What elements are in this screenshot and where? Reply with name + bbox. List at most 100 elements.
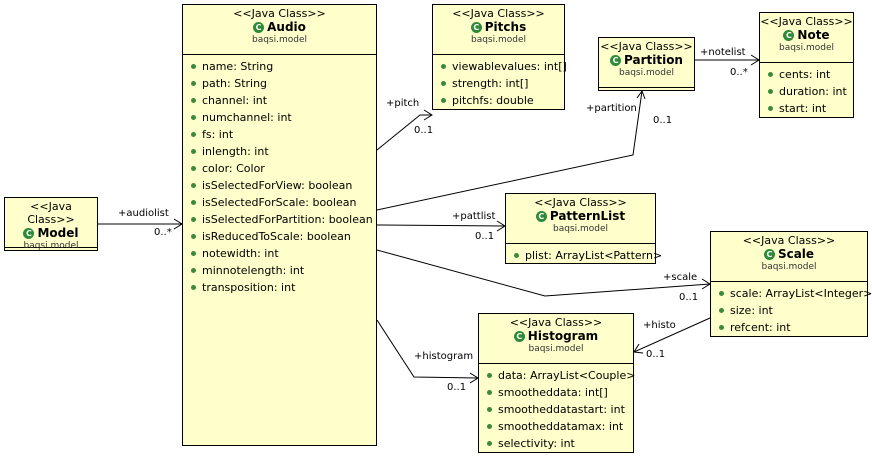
public-field-icon (487, 373, 492, 378)
edge-histogram (376, 319, 479, 379)
arrowhead-histo (633, 343, 644, 354)
package-label: baqsi.model (470, 35, 526, 45)
mult-histogram: 0..1 (447, 382, 467, 393)
public-field-icon (191, 132, 196, 137)
mult-audiolist: 0..* (154, 227, 172, 238)
attribute-row: strength: int[] (433, 75, 564, 92)
role-scale: +scale (663, 272, 698, 283)
attribute-row: isSelectedForScale: boolean (183, 194, 376, 211)
public-field-icon (191, 64, 196, 69)
role-partition: +partition (586, 103, 637, 114)
attribute-row: duration: int (760, 83, 853, 100)
edge-pattlist (376, 224, 506, 227)
attribute-text: smootheddatastart: int (498, 403, 625, 416)
role-pitch: +pitch (386, 98, 420, 109)
attribute-list: plist: ArrayList<Pattern> (506, 244, 662, 264)
attribute-row: pitchfs: double (433, 92, 564, 109)
mult-notelist: 0..* (730, 67, 748, 78)
attribute-list: scale: ArrayList<Integer> size: int refc… (711, 282, 872, 336)
stereotype-label: <<Java Class>> (742, 234, 836, 247)
attribute-text: cents: int (779, 68, 831, 81)
package-label: baqsi.model (251, 35, 307, 45)
public-field-icon (441, 64, 446, 69)
class-name: Histogram (527, 329, 599, 343)
public-field-icon (441, 98, 446, 103)
public-field-icon (514, 253, 519, 258)
attribute-row: cents: int (760, 66, 853, 83)
public-field-icon (487, 390, 492, 395)
attribute-list: data: ArrayList<Couple> smootheddata: in… (479, 364, 636, 452)
mult-scale: 0..1 (679, 292, 699, 303)
attribute-list: name: String path: String channel: int n… (183, 55, 376, 296)
public-field-icon (768, 106, 773, 111)
attribute-text: isReducedToScale: boolean (202, 230, 351, 243)
public-field-icon (487, 424, 492, 429)
attribute-text: duration: int (779, 85, 847, 98)
attribute-text: notewidth: int (202, 247, 279, 260)
arrowhead-pitch (423, 109, 433, 121)
class-c-icon: C (610, 55, 621, 66)
public-field-icon (719, 325, 724, 330)
public-field-icon (191, 251, 196, 256)
attribute-text: path: String (202, 77, 268, 90)
class-name: PatternList (549, 209, 626, 223)
attribute-row: color: Color (183, 160, 376, 177)
attribute-row: smootheddata: int[] (479, 384, 633, 401)
attribute-row: scale: ArrayList<Integer> (711, 285, 872, 302)
class-c-icon: C (763, 249, 775, 260)
attribute-row: path: String (183, 75, 376, 92)
public-field-icon (191, 217, 196, 222)
edge-partition (376, 90, 643, 211)
attribute-row: channel: int (183, 92, 376, 109)
attribute-row: fs: int (183, 126, 376, 143)
package-label: baqsi.model (552, 224, 608, 234)
class-name: Note (797, 28, 830, 42)
attribute-row: name: String (183, 58, 376, 75)
public-field-icon (191, 149, 196, 154)
attribute-row: refcent: int (711, 319, 867, 336)
class-name: Pitchs (484, 20, 527, 34)
attribute-text: minnotelength: int (202, 264, 305, 277)
stereotype-label: <<Java Class>> (233, 7, 326, 20)
attribute-text: fs: int (202, 128, 234, 141)
attribute-text: plist: ArrayList<Pattern> (525, 249, 663, 262)
public-field-icon (487, 441, 492, 446)
attribute-list: cents: int duration: int start: int (760, 63, 853, 117)
attribute-row: notewidth: int (183, 245, 376, 262)
public-field-icon (191, 183, 196, 188)
attribute-text: name: String (202, 60, 274, 73)
mult-partition: 0..1 (653, 115, 673, 126)
class-name: Partition (624, 53, 683, 67)
attribute-row: size: int (711, 302, 867, 319)
attribute-text: refcent: int (730, 321, 791, 334)
package-label: baqsi.model (528, 344, 584, 354)
class-c-icon: C (470, 22, 482, 33)
stereotype-label: <<Java Class>> (600, 40, 693, 53)
attribute-text: inlength: int (202, 145, 269, 158)
edge-pitch (376, 114, 432, 151)
package-label: baqsi.model (23, 241, 79, 251)
public-field-icon (768, 89, 773, 94)
stereotype-label: <<Java Class>> (27, 200, 75, 226)
attribute-text: isSelectedForView: boolean (202, 179, 353, 192)
role-notelist: +notelist (700, 47, 746, 58)
role-histogram: +histogram (414, 351, 474, 362)
public-field-icon (487, 407, 492, 412)
attribute-text: data: ArrayList<Couple> (498, 369, 636, 382)
class-name: Model (37, 226, 79, 240)
attribute-text: transposition: int (202, 281, 296, 294)
package-label: baqsi.model (778, 43, 834, 53)
attribute-row: isSelectedForPartition: boolean (183, 211, 376, 228)
public-field-icon (719, 291, 724, 296)
attribute-row: transposition: int (183, 279, 376, 296)
class-name: Audio (267, 20, 306, 34)
attribute-text: viewablevalues: int[] (452, 60, 567, 73)
